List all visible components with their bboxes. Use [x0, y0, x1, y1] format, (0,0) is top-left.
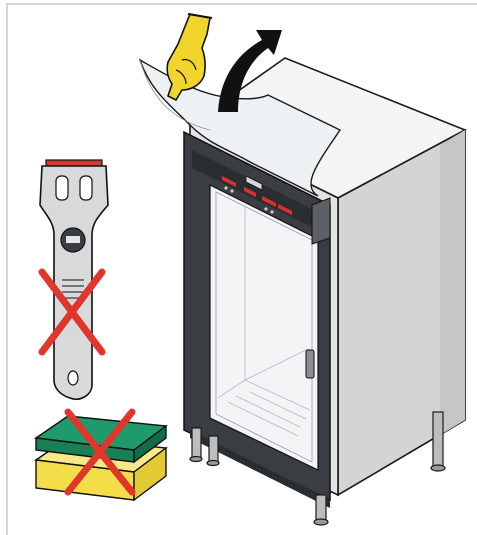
control-button-4 [270, 210, 273, 213]
scraper-cutout-left [56, 176, 68, 200]
leg-front-left-2 [209, 436, 218, 462]
leg-back-right [433, 412, 443, 467]
scraper-hang-hole [68, 371, 78, 385]
leg-front-right [316, 495, 326, 521]
control-button-2 [230, 189, 233, 192]
door-hinge-block [312, 198, 330, 244]
scraper-knob-slot [66, 236, 80, 243]
scraper-cutout-right [80, 176, 92, 200]
control-button-1 [224, 186, 227, 189]
door-handle [306, 350, 314, 378]
leg-front-left [192, 428, 201, 458]
control-button-3 [264, 207, 267, 210]
oven-side-shade [440, 130, 465, 435]
gloved-hand-icon [167, 14, 212, 100]
